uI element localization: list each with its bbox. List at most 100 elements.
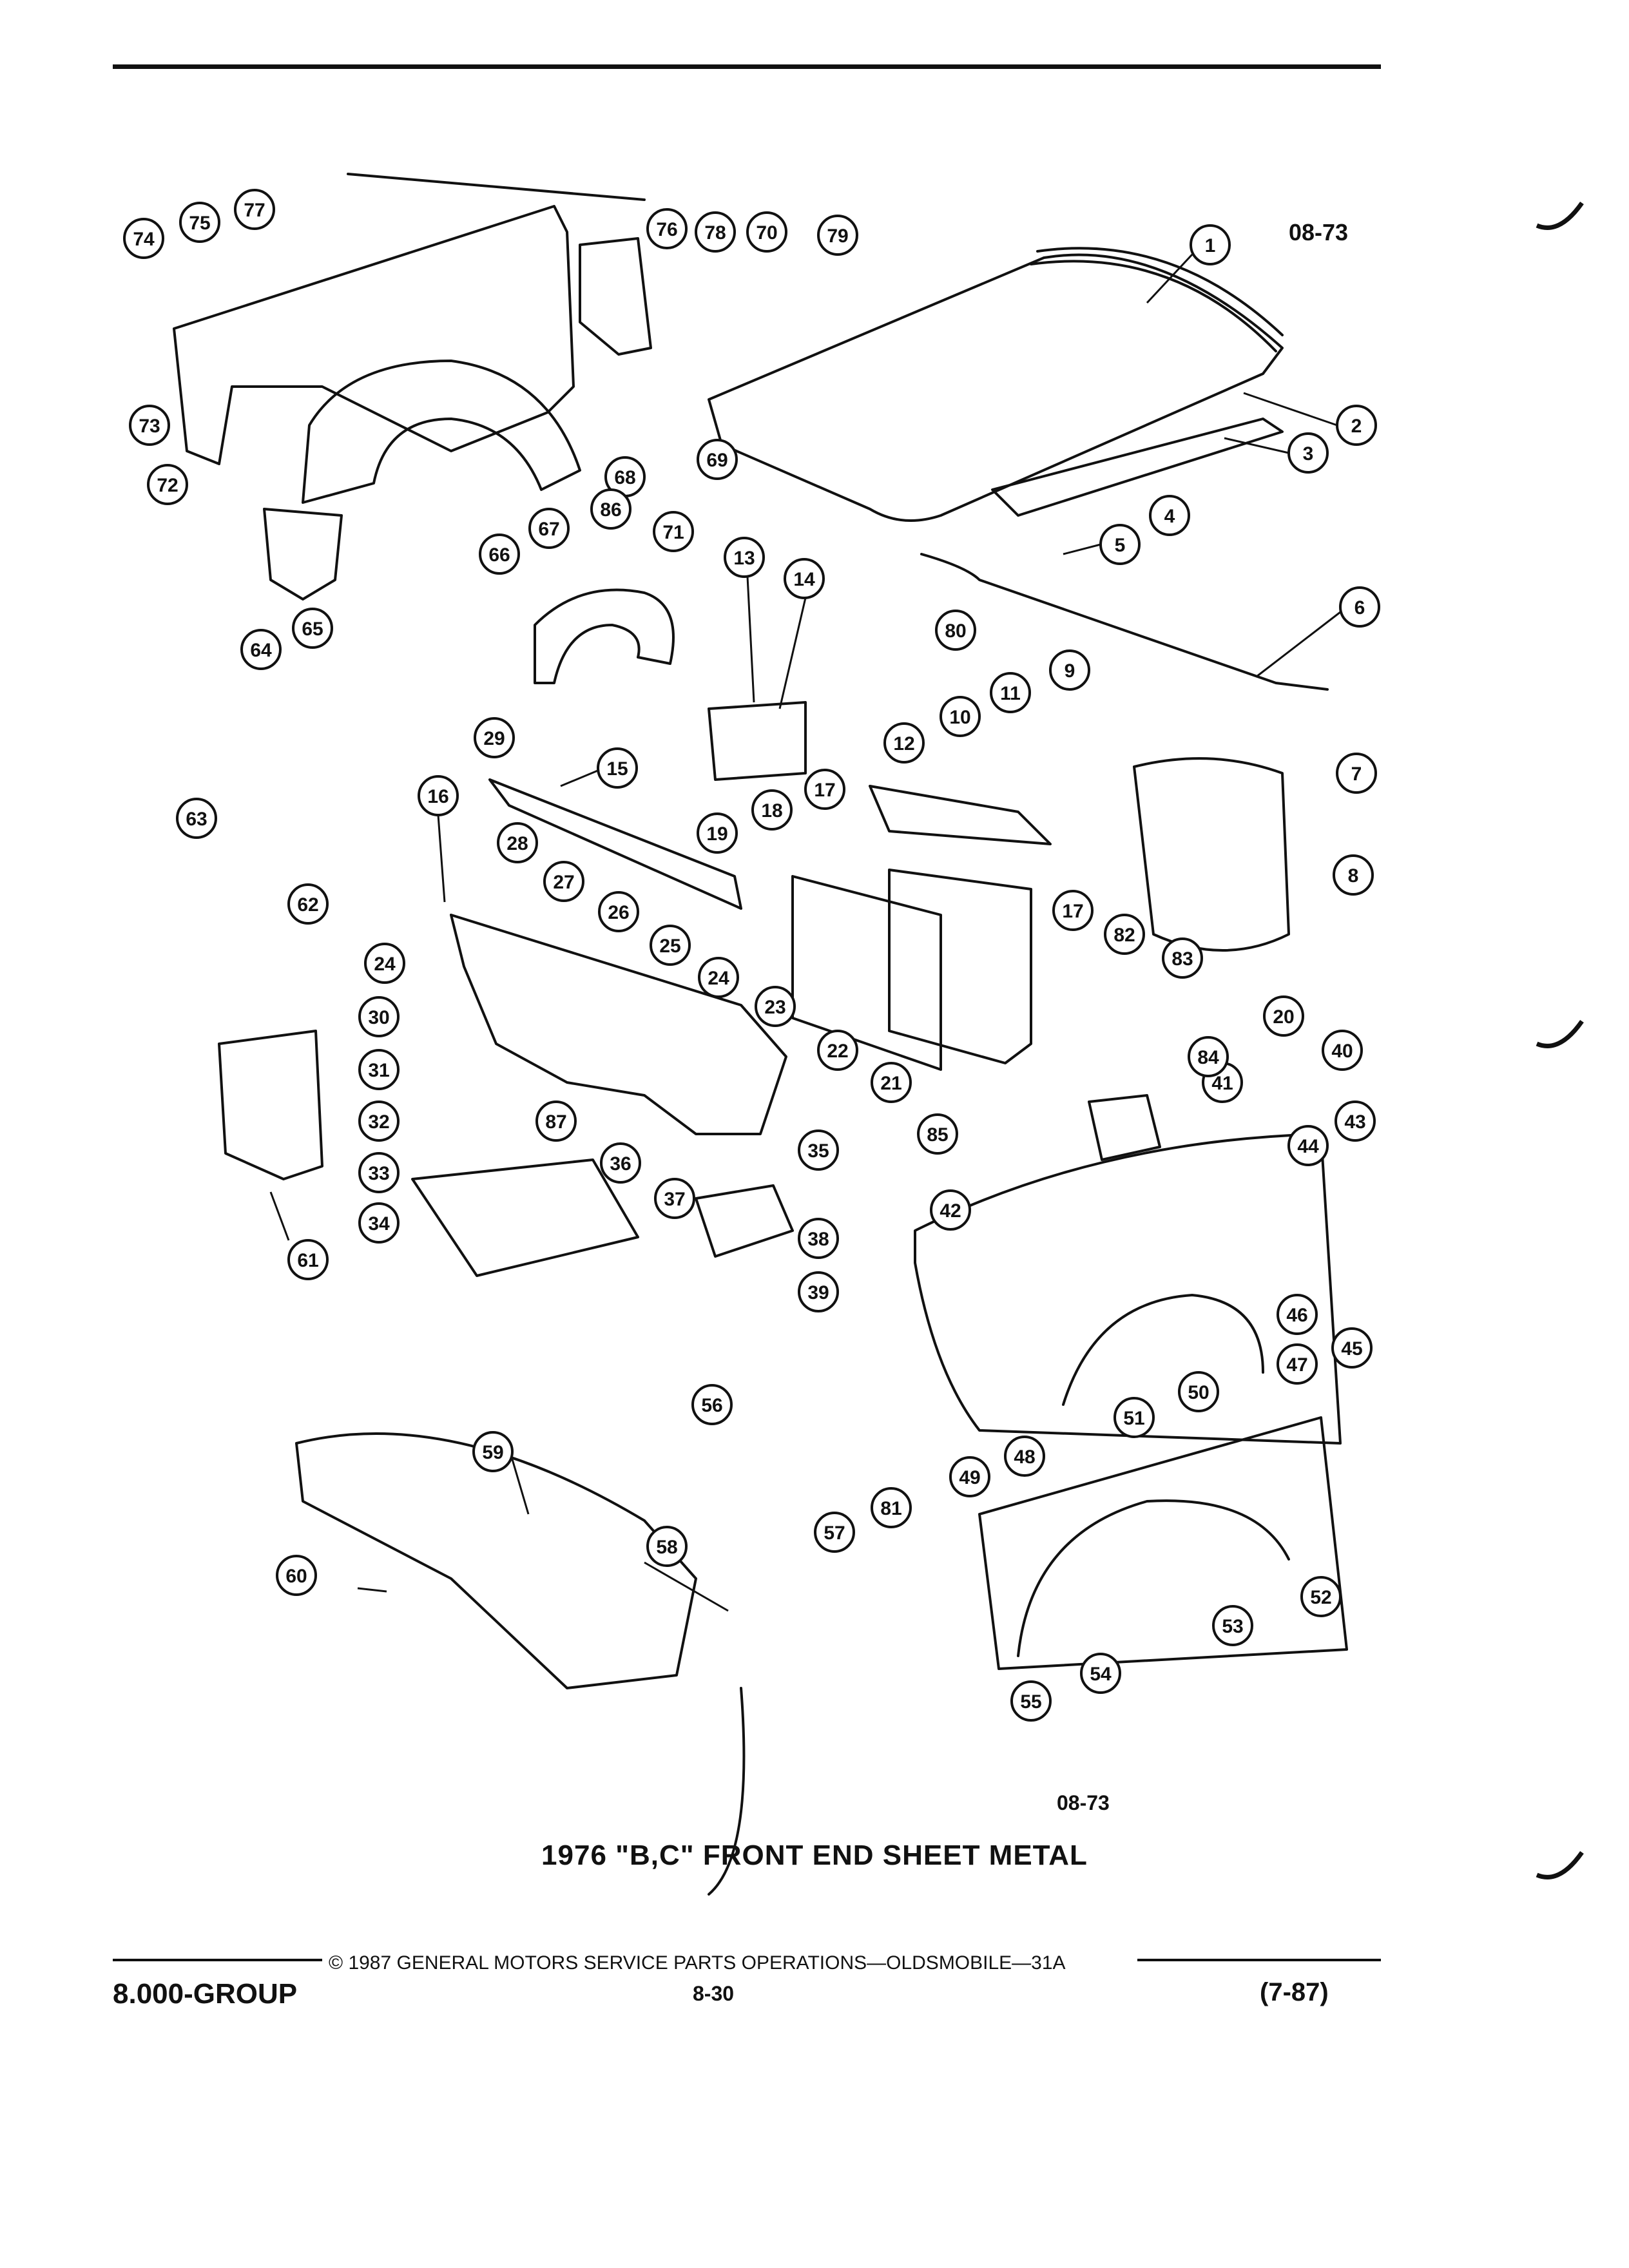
callout-65: 65 [292, 608, 333, 649]
svg-text:7: 7 [1351, 764, 1362, 785]
svg-text:40: 40 [1331, 1041, 1353, 1062]
footer-rule-right [1137, 1959, 1381, 1961]
callout-52: 52 [1300, 1576, 1342, 1617]
callout-54: 54 [1080, 1653, 1121, 1694]
svg-text:69: 69 [706, 450, 728, 471]
svg-text:37: 37 [664, 1189, 685, 1210]
svg-text:20: 20 [1273, 1006, 1294, 1028]
footer-date: (7-87) [1260, 1978, 1329, 2006]
svg-text:24: 24 [708, 968, 729, 989]
binder-mark-middle [1536, 1019, 1584, 1048]
support-rod [920, 553, 1329, 691]
svg-text:15: 15 [606, 758, 628, 780]
callout-44: 44 [1287, 1125, 1329, 1166]
svg-text:53: 53 [1222, 1616, 1243, 1637]
svg-text:36: 36 [610, 1153, 631, 1175]
top-rule [113, 64, 1381, 69]
svg-text:45: 45 [1341, 1338, 1362, 1360]
callout-77: 77 [234, 189, 275, 230]
svg-text:79: 79 [827, 226, 848, 247]
callout-32: 32 [358, 1100, 400, 1142]
radiator [888, 869, 1032, 1064]
callout-63: 63 [176, 798, 217, 839]
svg-text:19: 19 [706, 823, 728, 845]
callout-71: 71 [653, 511, 694, 552]
fan-shroud [1133, 757, 1290, 952]
callout-40: 40 [1322, 1030, 1363, 1071]
svg-text:56: 56 [701, 1395, 722, 1416]
svg-text:2: 2 [1351, 416, 1362, 437]
fender-extension [263, 508, 343, 601]
fender-lower-panel [978, 1416, 1348, 1670]
callout-1: 1 [1190, 224, 1231, 265]
svg-text:17: 17 [1062, 901, 1083, 922]
radiator-baffle [869, 785, 1052, 845]
svg-text:48: 48 [1014, 1446, 1035, 1468]
svg-text:17: 17 [814, 780, 835, 801]
callout-20: 20 [1263, 995, 1304, 1037]
callout-83: 83 [1162, 937, 1203, 979]
callout-50: 50 [1178, 1371, 1219, 1412]
callout-81: 81 [871, 1487, 912, 1528]
svg-text:70: 70 [756, 222, 777, 244]
callout-31: 31 [358, 1049, 400, 1090]
svg-text:3: 3 [1303, 443, 1314, 465]
callout-22: 22 [817, 1030, 858, 1071]
callout-59: 59 [472, 1431, 514, 1472]
svg-text:29: 29 [483, 728, 505, 749]
callout-5: 5 [1099, 524, 1141, 565]
callout-51: 51 [1113, 1397, 1155, 1438]
callout-48: 48 [1004, 1436, 1045, 1477]
callout-47: 47 [1277, 1343, 1318, 1385]
callout-79: 79 [817, 215, 858, 256]
svg-text:5: 5 [1115, 535, 1126, 556]
footer-copyright: © 1987 GENERAL MOTORS SERVICE PARTS OPER… [329, 1952, 1066, 1974]
svg-text:83: 83 [1171, 948, 1193, 970]
callout-84: 84 [1188, 1036, 1229, 1077]
radiator-support [450, 914, 787, 1135]
svg-text:11: 11 [1000, 683, 1021, 704]
callout-10: 10 [940, 696, 981, 737]
svg-text:4: 4 [1164, 506, 1175, 527]
svg-text:42: 42 [940, 1200, 961, 1222]
callout-15: 15 [597, 747, 638, 789]
callout-45: 45 [1331, 1327, 1373, 1369]
callout-75: 75 [179, 202, 220, 243]
svg-text:38: 38 [807, 1229, 829, 1250]
svg-text:23: 23 [764, 997, 786, 1018]
svg-text:80: 80 [945, 620, 966, 642]
svg-text:6: 6 [1354, 597, 1365, 619]
callout-4: 4 [1149, 495, 1190, 536]
svg-text:27: 27 [553, 872, 574, 893]
svg-text:84: 84 [1197, 1047, 1219, 1068]
svg-text:39: 39 [807, 1282, 829, 1303]
svg-text:78: 78 [704, 222, 726, 244]
svg-text:16: 16 [427, 786, 448, 807]
svg-text:75: 75 [189, 213, 210, 234]
svg-text:58: 58 [656, 1537, 677, 1558]
callout-55: 55 [1010, 1680, 1052, 1722]
svg-text:74: 74 [133, 229, 155, 250]
svg-text:76: 76 [656, 219, 677, 240]
svg-text:63: 63 [186, 809, 207, 830]
callout-56: 56 [691, 1384, 733, 1425]
callout-24: 24 [698, 957, 739, 998]
callout-70: 70 [746, 211, 787, 253]
callout-6: 6 [1339, 586, 1380, 628]
svg-text:25: 25 [659, 936, 680, 957]
binder-mark-top [1536, 201, 1584, 230]
callout-53: 53 [1212, 1605, 1253, 1646]
svg-text:82: 82 [1113, 925, 1135, 946]
svg-text:14: 14 [793, 569, 815, 590]
callout-11: 11 [990, 672, 1031, 713]
svg-text:87: 87 [545, 1111, 566, 1133]
coolant-reservoir [1088, 1094, 1161, 1161]
wheelhouse-liner [302, 360, 581, 504]
callout-12: 12 [883, 722, 925, 764]
svg-text:31: 31 [368, 1060, 389, 1081]
callout-29: 29 [474, 717, 515, 758]
callout-35: 35 [798, 1129, 839, 1171]
svg-text:22: 22 [827, 1041, 848, 1062]
callout-74: 74 [123, 218, 164, 259]
